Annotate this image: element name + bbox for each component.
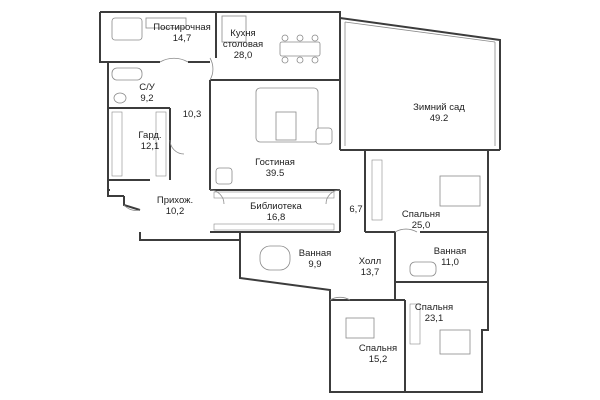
room-name: Холл xyxy=(358,256,382,267)
room-name: Спальня xyxy=(358,343,398,354)
room-name: Гостиная xyxy=(255,157,295,168)
room-label-corridor: 10,3 xyxy=(183,109,202,120)
room-label-bedroom1: Спальня 25,0 xyxy=(402,209,440,231)
room-area: 14,7 xyxy=(172,33,192,44)
room-area: 11,0 xyxy=(441,257,459,268)
room-label-hall: Прихож. 10,2 xyxy=(157,195,193,217)
counter-icon xyxy=(145,17,187,29)
room-label-wardrobe: Гард. 12,1 xyxy=(138,130,161,152)
room-area: 28,0 xyxy=(233,50,253,61)
bed-icon xyxy=(439,329,471,355)
room-name: С/У xyxy=(139,82,155,93)
room-label-foyer: Холл 13,7 xyxy=(359,256,381,278)
armchair-icon xyxy=(215,167,233,185)
room-name: Библиотека xyxy=(250,201,302,212)
room-name: Спальня xyxy=(414,302,454,313)
room-name: Ванная xyxy=(433,246,467,257)
room-label-living: Гостиная 39.5 xyxy=(255,157,295,179)
bed-icon xyxy=(345,317,375,339)
room-label-bath3: Ванная 11,0 xyxy=(434,246,467,268)
room-area: 13,7 xyxy=(360,267,380,278)
room-name: Кухня xyxy=(230,28,256,39)
room-label-bedroom3: Спальня 15,2 xyxy=(359,343,397,365)
bathtub-icon xyxy=(409,261,437,277)
furniture xyxy=(111,15,481,355)
coffee-table-icon xyxy=(275,111,297,141)
room-area: 23,1 xyxy=(424,313,444,324)
room-area: 15,2 xyxy=(368,354,388,365)
room-label-passage: 6,7 xyxy=(349,204,362,215)
bathtub-icon xyxy=(259,245,291,271)
stove-icon xyxy=(221,15,247,43)
room-area: 25,0 xyxy=(411,220,431,231)
room-name: Гард. xyxy=(138,130,162,141)
room-name: Зимний сад xyxy=(413,102,465,113)
room-area: 12,1 xyxy=(140,141,160,152)
room-name-2: столовая xyxy=(222,39,264,50)
room-area: 49.2 xyxy=(429,113,449,124)
bookshelf-icon xyxy=(213,191,335,199)
room-area: 9,9 xyxy=(308,259,322,270)
wardrobe-shelf-icon xyxy=(111,111,123,177)
wardrobe-shelf-icon xyxy=(409,303,421,345)
room-area: 16,8 xyxy=(266,212,286,223)
room-area: 10,2 xyxy=(165,206,185,217)
room-label-garden: Зимний сад 49.2 xyxy=(413,102,465,124)
toilet-icon xyxy=(113,92,127,104)
armchair-icon xyxy=(315,127,333,145)
room-area: 9,2 xyxy=(140,93,154,104)
bed-icon xyxy=(439,175,481,207)
room-label-library: Библиотека 16,8 xyxy=(250,201,302,223)
room-area: 6,7 xyxy=(349,204,363,215)
room-label-bedroom2: Спальня 23,1 xyxy=(415,302,453,324)
interior-walls xyxy=(100,12,488,392)
winter-garden-glazing xyxy=(344,21,496,146)
room-area: 39.5 xyxy=(265,168,285,179)
dining-table-icon xyxy=(279,41,321,57)
room-label-bath2: Ванная 9,9 xyxy=(299,248,332,270)
room-name: Ванная xyxy=(298,248,332,259)
room-name: Постирочная xyxy=(153,22,211,33)
room-name: Прихож. xyxy=(156,195,194,206)
bathtub-icon xyxy=(111,67,143,81)
washer-icon xyxy=(111,17,143,41)
room-area: 10,3 xyxy=(182,109,202,120)
room-name: Спальня xyxy=(401,209,441,220)
wardrobe-shelf-icon xyxy=(371,159,383,221)
room-label-kitchen: Кухня столовая 28,0 xyxy=(223,28,263,61)
room-label-bath1: С/У 9,2 xyxy=(139,82,155,104)
door-swings xyxy=(123,57,418,301)
room-label-utility: Постирочная 14,7 xyxy=(153,22,211,44)
